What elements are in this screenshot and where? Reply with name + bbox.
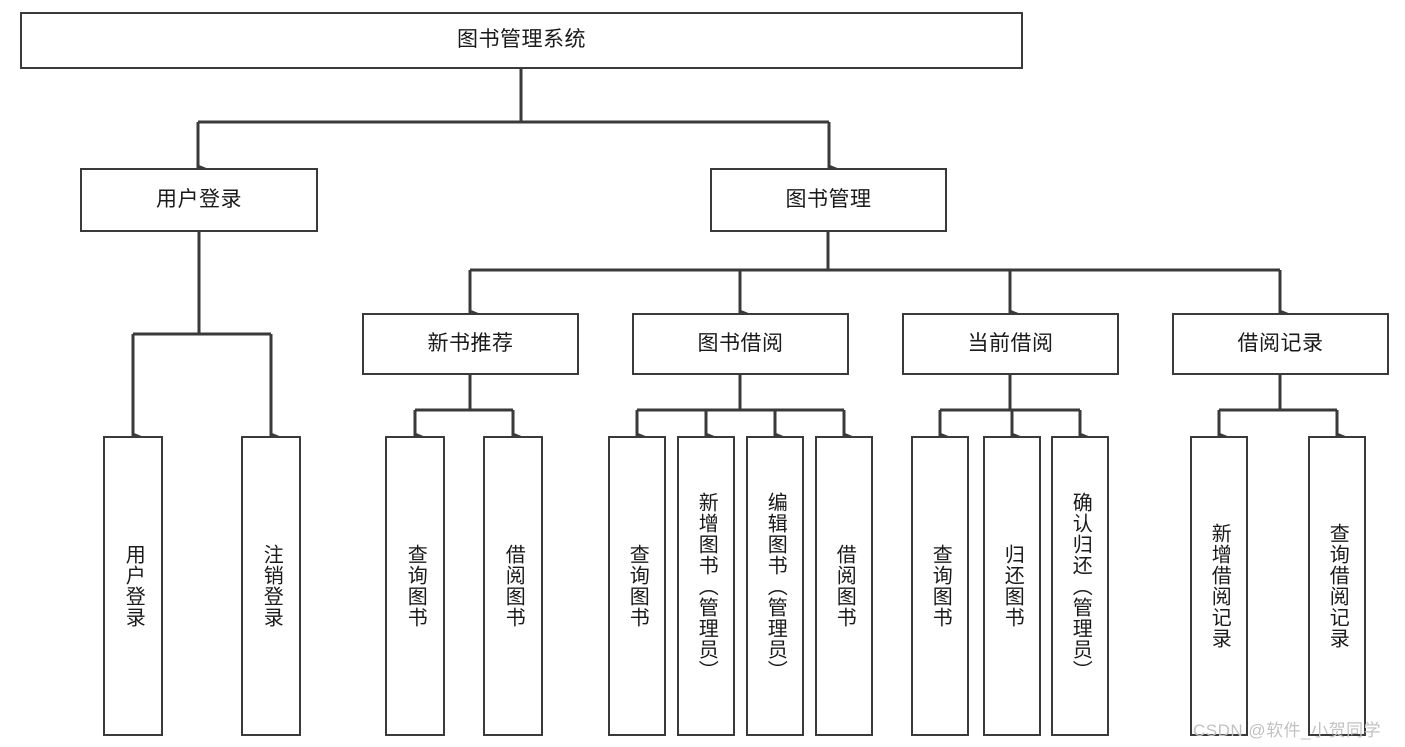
node-label: 借阅图书	[502, 544, 525, 628]
node-label: 注销登录	[260, 544, 283, 628]
level2-node[interactable]: 图书管理	[710, 168, 947, 232]
node-label: 新书推荐	[427, 331, 514, 355]
leaf-node[interactable]: 确认归还（管理员）	[1051, 436, 1109, 736]
leaf-node[interactable]: 新增图书（管理员）	[677, 436, 735, 736]
node-label: 新增图书（管理员）	[695, 491, 718, 681]
node-label: 图书管理	[785, 187, 872, 211]
leaf-node[interactable]: 新增借阅记录	[1190, 436, 1248, 736]
node-label: 借阅图书	[833, 544, 856, 628]
node-label: 借阅记录	[1237, 331, 1324, 355]
node-label: 归还图书	[1001, 544, 1024, 628]
leaf-node[interactable]: 注销登录	[241, 436, 301, 736]
leaf-node[interactable]: 借阅图书	[815, 436, 873, 736]
node-label: 编辑图书（管理员）	[764, 491, 787, 681]
node-label: 查询图书	[404, 544, 427, 628]
leaf-node[interactable]: 查询借阅记录	[1308, 436, 1366, 736]
node-label: 查询图书	[929, 544, 952, 628]
leaf-node[interactable]: 编辑图书（管理员）	[746, 436, 804, 736]
leaf-node[interactable]: 查询图书	[608, 436, 666, 736]
level3-node[interactable]: 当前借阅	[902, 313, 1119, 375]
level3-node[interactable]: 图书借阅	[632, 313, 849, 375]
node-label: 查询图书	[626, 544, 649, 628]
node-label: 图书管理系统	[457, 28, 586, 52]
node-label: 确认归还（管理员）	[1069, 491, 1092, 681]
node-label: 查询借阅记录	[1326, 523, 1349, 649]
node-label: 用户登录	[122, 544, 145, 628]
level2-node[interactable]: 用户登录	[80, 168, 318, 232]
csdn-watermark: CSDN @软件_小贺同学	[1193, 721, 1382, 740]
leaf-node[interactable]: 查询图书	[911, 436, 969, 736]
node-label: 新增借阅记录	[1208, 523, 1231, 649]
connector-lines	[133, 69, 1337, 436]
leaf-node[interactable]: 用户登录	[103, 436, 163, 736]
leaf-node[interactable]: 归还图书	[983, 436, 1041, 736]
root-node[interactable]: 图书管理系统	[20, 12, 1023, 69]
node-label: 用户登录	[156, 187, 242, 211]
node-label: 当前借阅	[967, 331, 1054, 355]
leaf-node[interactable]: 查询图书	[385, 436, 445, 736]
node-label: 图书借阅	[697, 331, 784, 355]
level3-node[interactable]: 新书推荐	[362, 313, 579, 375]
level3-node[interactable]: 借阅记录	[1172, 313, 1389, 375]
leaf-node[interactable]: 借阅图书	[483, 436, 543, 736]
